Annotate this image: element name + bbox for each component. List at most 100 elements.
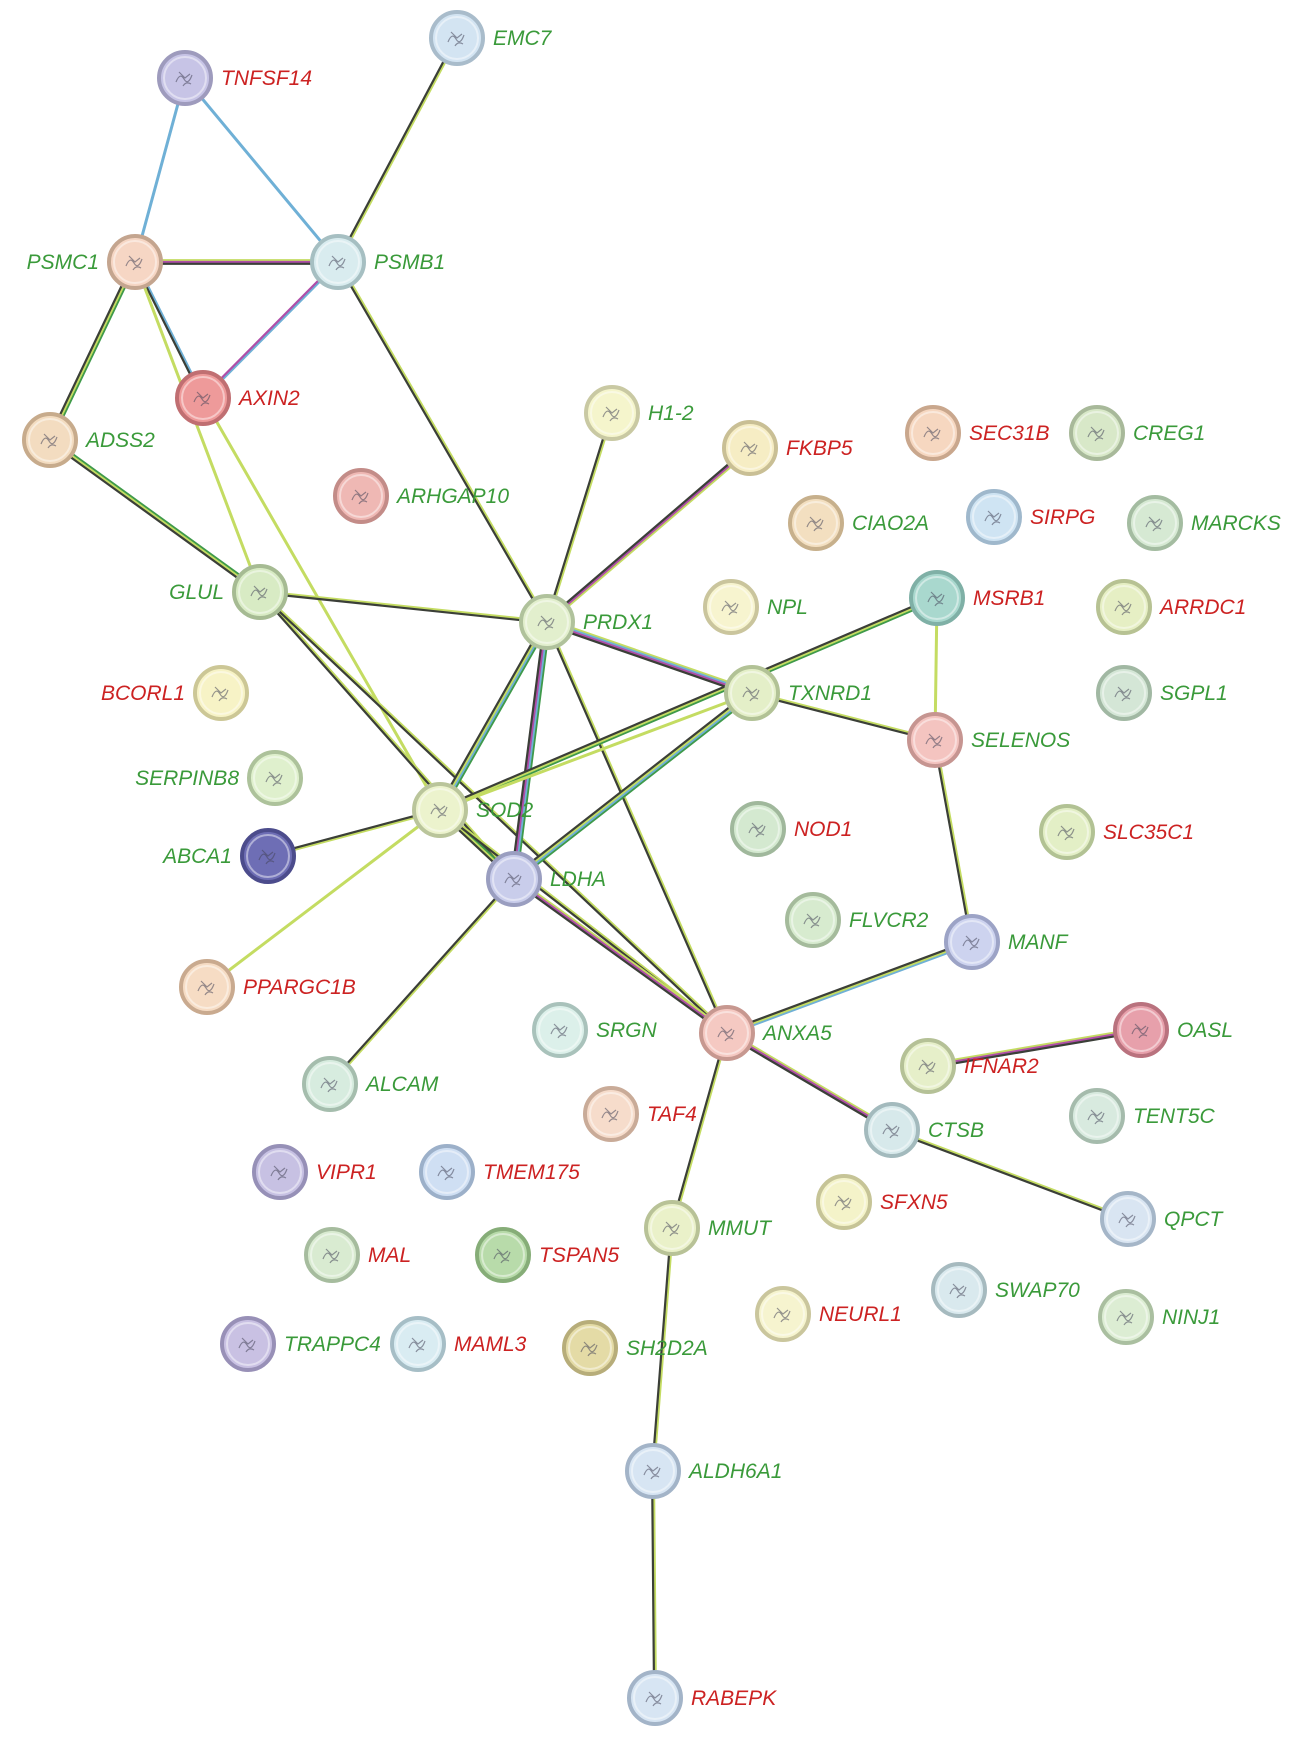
node-inner-ring bbox=[1104, 1295, 1148, 1339]
node-serpinb8[interactable]: SERPINB8 bbox=[135, 750, 303, 806]
node-ctsb[interactable]: CTSB bbox=[864, 1102, 984, 1158]
node-npl[interactable]: NPL bbox=[703, 579, 808, 635]
node-nod1[interactable]: NOD1 bbox=[730, 801, 852, 857]
node-label: ARHGAP10 bbox=[395, 485, 509, 508]
node-abca1[interactable]: ABCA1 bbox=[161, 828, 296, 884]
edge-psmc1-psmb1 bbox=[133, 259, 340, 265]
node-taf4[interactable]: TAF4 bbox=[583, 1086, 697, 1142]
node-msrb1[interactable]: MSRB1 bbox=[909, 570, 1045, 626]
node-label: GLUL bbox=[169, 581, 224, 604]
edge-strand-yellow bbox=[546, 618, 754, 692]
protein-structure-icon bbox=[430, 803, 448, 819]
edge-strand-black bbox=[47, 440, 261, 595]
edge-strand-black bbox=[670, 1031, 728, 1229]
node-tspan5[interactable]: TSPAN5 bbox=[475, 1227, 619, 1283]
node-flvcr2[interactable]: FLVCR2 bbox=[785, 892, 929, 948]
node-ifnar2[interactable]: IFNAR2 bbox=[900, 1038, 1039, 1094]
edge-sod2-abca1 bbox=[266, 808, 442, 858]
node-srgn[interactable]: SRGN bbox=[532, 1002, 658, 1058]
node-label: SIRPG bbox=[1030, 506, 1095, 529]
edge-strand-yellow bbox=[201, 396, 442, 812]
node-axin2[interactable]: AXIN2 bbox=[175, 370, 300, 426]
node-qpct[interactable]: QPCT bbox=[1100, 1191, 1225, 1247]
node-txnrd1[interactable]: TXNRD1 bbox=[724, 665, 872, 721]
edge-strand-yellow bbox=[891, 1128, 1130, 1220]
node-inner-ring bbox=[538, 1008, 582, 1052]
node-inner-ring bbox=[199, 671, 243, 715]
node-ppargc1b[interactable]: PPARGC1B bbox=[179, 959, 356, 1015]
node-inner-ring bbox=[937, 1268, 981, 1312]
node-maml3[interactable]: MAML3 bbox=[390, 1316, 527, 1372]
node-mmut[interactable]: MMUT bbox=[644, 1200, 773, 1256]
node-adss2[interactable]: ADSS2 bbox=[22, 412, 155, 468]
node-tmem175[interactable]: TMEM175 bbox=[419, 1144, 580, 1200]
node-psmb1[interactable]: PSMB1 bbox=[310, 234, 445, 290]
edge-strand-blue bbox=[183, 76, 340, 264]
node-label: FKBP5 bbox=[786, 437, 853, 460]
node-label: PSMB1 bbox=[374, 251, 445, 274]
node-sfxn5[interactable]: SFXN5 bbox=[816, 1174, 948, 1230]
node-label: SGPL1 bbox=[1160, 682, 1228, 705]
edge-strand-magenta bbox=[201, 260, 339, 399]
node-trappc4[interactable]: TRAPPC4 bbox=[220, 1316, 381, 1372]
node-marcks[interactable]: MARCKS bbox=[1127, 495, 1281, 551]
node-inner-ring bbox=[113, 240, 157, 284]
edge-txnrd1-ldha bbox=[511, 689, 755, 883]
edge-strand-yellow bbox=[751, 691, 937, 741]
edge-axin2-sod2 bbox=[201, 396, 442, 812]
node-bcorl1[interactable]: BCORL1 bbox=[101, 665, 249, 721]
edge-strand-yellow bbox=[259, 590, 516, 880]
node-sec31b[interactable]: SEC31B bbox=[905, 405, 1050, 461]
node-sgpl1[interactable]: SGPL1 bbox=[1096, 665, 1228, 721]
node-creg1[interactable]: CREG1 bbox=[1069, 405, 1205, 461]
edge-strand-black bbox=[438, 595, 938, 810]
edge-tnfsf14-psmc1 bbox=[133, 76, 187, 264]
node-tnfsf14[interactable]: TNFSF14 bbox=[157, 50, 312, 106]
node-glul[interactable]: GLUL bbox=[169, 564, 288, 620]
node-alcam[interactable]: ALCAM bbox=[302, 1056, 439, 1112]
edge-strand-black bbox=[336, 36, 458, 263]
node-label: SOD2 bbox=[476, 799, 534, 822]
node-rabepk[interactable]: RABEPK bbox=[627, 1670, 777, 1726]
protein-structure-icon bbox=[1131, 1023, 1149, 1039]
node-selenos[interactable]: SELENOS bbox=[907, 712, 1070, 768]
node-label: MMUT bbox=[708, 1217, 773, 1240]
node-arhgap10[interactable]: ARHGAP10 bbox=[333, 468, 509, 524]
edge-strand-yellow bbox=[133, 260, 262, 594]
node-sirpg[interactable]: SIRPG bbox=[966, 489, 1095, 545]
node-oasl[interactable]: OASL bbox=[1113, 1002, 1233, 1058]
node-sod2[interactable]: SOD2 bbox=[412, 782, 534, 838]
node-label: SRGN bbox=[596, 1019, 658, 1042]
node-fkbp5[interactable]: FKBP5 bbox=[722, 420, 853, 476]
node-anxa5[interactable]: ANXA5 bbox=[699, 1005, 832, 1061]
node-mal[interactable]: MAL bbox=[304, 1227, 411, 1283]
node-manf[interactable]: MANF bbox=[944, 914, 1069, 970]
node-ldha[interactable]: LDHA bbox=[486, 851, 606, 907]
protein-structure-icon bbox=[1118, 1212, 1136, 1228]
node-prdx1[interactable]: PRDX1 bbox=[519, 594, 653, 650]
edge-strand-yellow bbox=[547, 448, 753, 625]
edge-glul-anxa5 bbox=[258, 590, 729, 1035]
node-psmc1[interactable]: PSMC1 bbox=[27, 234, 163, 290]
node-swap70[interactable]: SWAP70 bbox=[931, 1262, 1080, 1318]
edge-strand-blue bbox=[513, 621, 549, 881]
node-emc7[interactable]: EMC7 bbox=[429, 10, 553, 66]
protein-structure-icon bbox=[40, 433, 58, 449]
node-label: RABEPK bbox=[691, 1687, 777, 1710]
node-ninj1[interactable]: NINJ1 bbox=[1098, 1289, 1220, 1345]
node-h1-2[interactable]: H1-2 bbox=[584, 385, 694, 441]
node-slc35c1[interactable]: SLC35C1 bbox=[1039, 804, 1194, 860]
node-label: CTSB bbox=[928, 1119, 984, 1142]
node-tent5c[interactable]: TENT5C bbox=[1069, 1088, 1216, 1144]
protein-structure-icon bbox=[447, 31, 465, 47]
protein-structure-icon bbox=[742, 686, 760, 702]
node-sh2d2a[interactable]: SH2D2A bbox=[562, 1320, 708, 1376]
node-aldh6a1[interactable]: ALDH6A1 bbox=[625, 1443, 782, 1499]
node-ciao2a[interactable]: CIAO2A bbox=[788, 495, 929, 551]
node-arrdc1[interactable]: ARRDC1 bbox=[1096, 579, 1246, 635]
node-inner-ring bbox=[481, 1233, 525, 1277]
edge-strand-yellow bbox=[926, 1027, 1142, 1066]
node-neurl1[interactable]: NEURL1 bbox=[755, 1286, 902, 1342]
node-vipr1[interactable]: VIPR1 bbox=[252, 1144, 377, 1200]
